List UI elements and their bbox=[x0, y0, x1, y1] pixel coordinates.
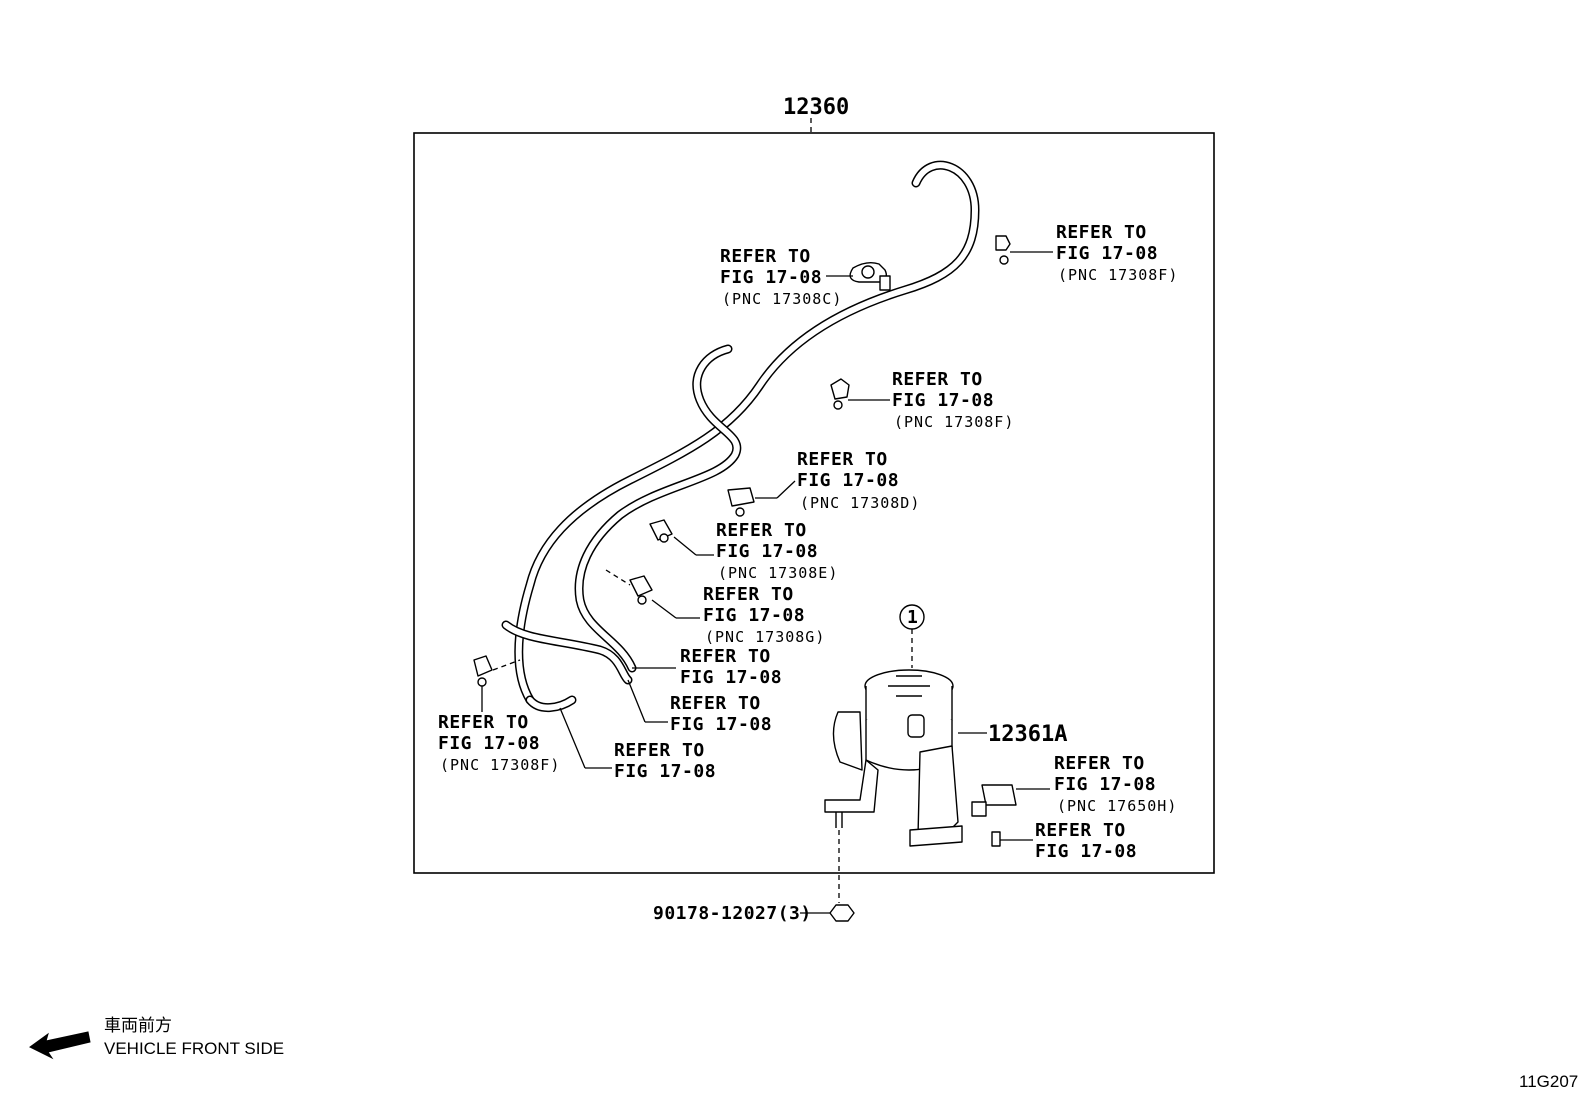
svg-text:REFER TO: REFER TO bbox=[614, 740, 705, 761]
engine-mount bbox=[824, 669, 963, 847]
svg-text:FIG 17-08: FIG 17-08 bbox=[716, 541, 818, 562]
callout-17308d: REFER TO FIG 17-08 (PNC 17308D) bbox=[797, 449, 920, 512]
clip-icon bbox=[830, 378, 850, 410]
clip-icon bbox=[727, 487, 755, 517]
front-direction-arrow-icon bbox=[29, 1031, 91, 1060]
front-direction-label-en: VEHICLE FRONT SIDE bbox=[104, 1039, 284, 1058]
callout-leaders bbox=[481, 251, 1053, 841]
svg-text:FIG 17-08: FIG 17-08 bbox=[1054, 774, 1156, 795]
svg-text:FIG 17-08: FIG 17-08 bbox=[1056, 243, 1158, 264]
vacuum-hoses bbox=[501, 160, 980, 712]
svg-text:FIG 17-08: FIG 17-08 bbox=[892, 390, 994, 411]
svg-text:REFER TO: REFER TO bbox=[1056, 222, 1147, 243]
callout-17308f-top: REFER TO FIG 17-08 (PNC 17308F) bbox=[1056, 222, 1178, 284]
svg-text:(PNC 17650H): (PNC 17650H) bbox=[1057, 797, 1177, 815]
callout-17308g: REFER TO FIG 17-08 (PNC 17308G) bbox=[703, 584, 825, 646]
svg-text:FIG 17-08: FIG 17-08 bbox=[797, 470, 899, 491]
callout-17650h: REFER TO FIG 17-08 (PNC 17650H) bbox=[1054, 753, 1177, 815]
svg-text:REFER TO: REFER TO bbox=[438, 712, 529, 733]
svg-text:REFER TO: REFER TO bbox=[892, 369, 983, 390]
clip-icon bbox=[849, 261, 891, 291]
svg-text:FIG 17-08: FIG 17-08 bbox=[438, 733, 540, 754]
callout-hose-lower: REFER TO FIG 17-08 bbox=[670, 693, 772, 735]
bolt-part-number: 90178-12027(3) bbox=[653, 903, 812, 924]
svg-text:FIG 17-08: FIG 17-08 bbox=[670, 714, 772, 735]
assembly-frame bbox=[413, 132, 1215, 874]
svg-text:(PNC 17308D): (PNC 17308D) bbox=[800, 494, 920, 512]
callout-hose-bottom: REFER TO FIG 17-08 bbox=[614, 740, 716, 782]
svg-text:(PNC 17308G): (PNC 17308G) bbox=[705, 628, 825, 646]
clip-icon bbox=[629, 575, 653, 605]
assembly-part-number: 12360 bbox=[783, 95, 849, 120]
callout-17308c: REFER TO FIG 17-08 (PNC 17308C) bbox=[720, 246, 842, 308]
callout-17308f-mid: REFER TO FIG 17-08 (PNC 17308F) bbox=[892, 369, 1014, 431]
callout-screw: REFER TO FIG 17-08 bbox=[1035, 820, 1137, 862]
svg-text:FIG 17-08: FIG 17-08 bbox=[720, 267, 822, 288]
svg-text:(PNC 17308F): (PNC 17308F) bbox=[894, 413, 1014, 431]
callout-hose-upper: REFER TO FIG 17-08 bbox=[680, 646, 782, 688]
callout-17308e: REFER TO FIG 17-08 (PNC 17308E) bbox=[716, 520, 838, 582]
svg-text:REFER TO: REFER TO bbox=[680, 646, 771, 667]
svg-text:REFER TO: REFER TO bbox=[670, 693, 761, 714]
svg-text:FIG 17-08: FIG 17-08 bbox=[703, 605, 805, 626]
svg-text:FIG 17-08: FIG 17-08 bbox=[680, 667, 782, 688]
svg-text:(PNC 17308F): (PNC 17308F) bbox=[440, 756, 560, 774]
svg-text:FIG 17-08: FIG 17-08 bbox=[614, 761, 716, 782]
reference-marker-label: 1 bbox=[907, 607, 918, 628]
svg-text:REFER TO: REFER TO bbox=[797, 449, 888, 470]
screw-icon bbox=[991, 831, 1001, 847]
clip-icon bbox=[649, 519, 673, 543]
front-direction-label-jp: 車両前方 bbox=[104, 1016, 172, 1035]
clip-icon bbox=[473, 655, 493, 687]
svg-text:(PNC 17308C): (PNC 17308C) bbox=[722, 290, 842, 308]
svg-text:(PNC 17308F): (PNC 17308F) bbox=[1058, 266, 1178, 284]
mount-part-number: 12361A bbox=[988, 722, 1067, 747]
figure-id: 11G207 bbox=[1519, 1072, 1578, 1091]
callout-17308f-left: REFER TO FIG 17-08 (PNC 17308F) bbox=[438, 712, 560, 774]
svg-text:REFER TO: REFER TO bbox=[716, 520, 807, 541]
clip-icon bbox=[995, 235, 1011, 265]
svg-text:REFER TO: REFER TO bbox=[720, 246, 811, 267]
svg-text:REFER TO: REFER TO bbox=[703, 584, 794, 605]
svg-text:FIG 17-08: FIG 17-08 bbox=[1035, 841, 1137, 862]
valve-icon bbox=[971, 784, 1017, 817]
svg-text:(PNC 17308E): (PNC 17308E) bbox=[718, 564, 838, 582]
svg-text:REFER TO: REFER TO bbox=[1035, 820, 1126, 841]
svg-text:REFER TO: REFER TO bbox=[1054, 753, 1145, 774]
bolt-icon bbox=[829, 812, 855, 922]
